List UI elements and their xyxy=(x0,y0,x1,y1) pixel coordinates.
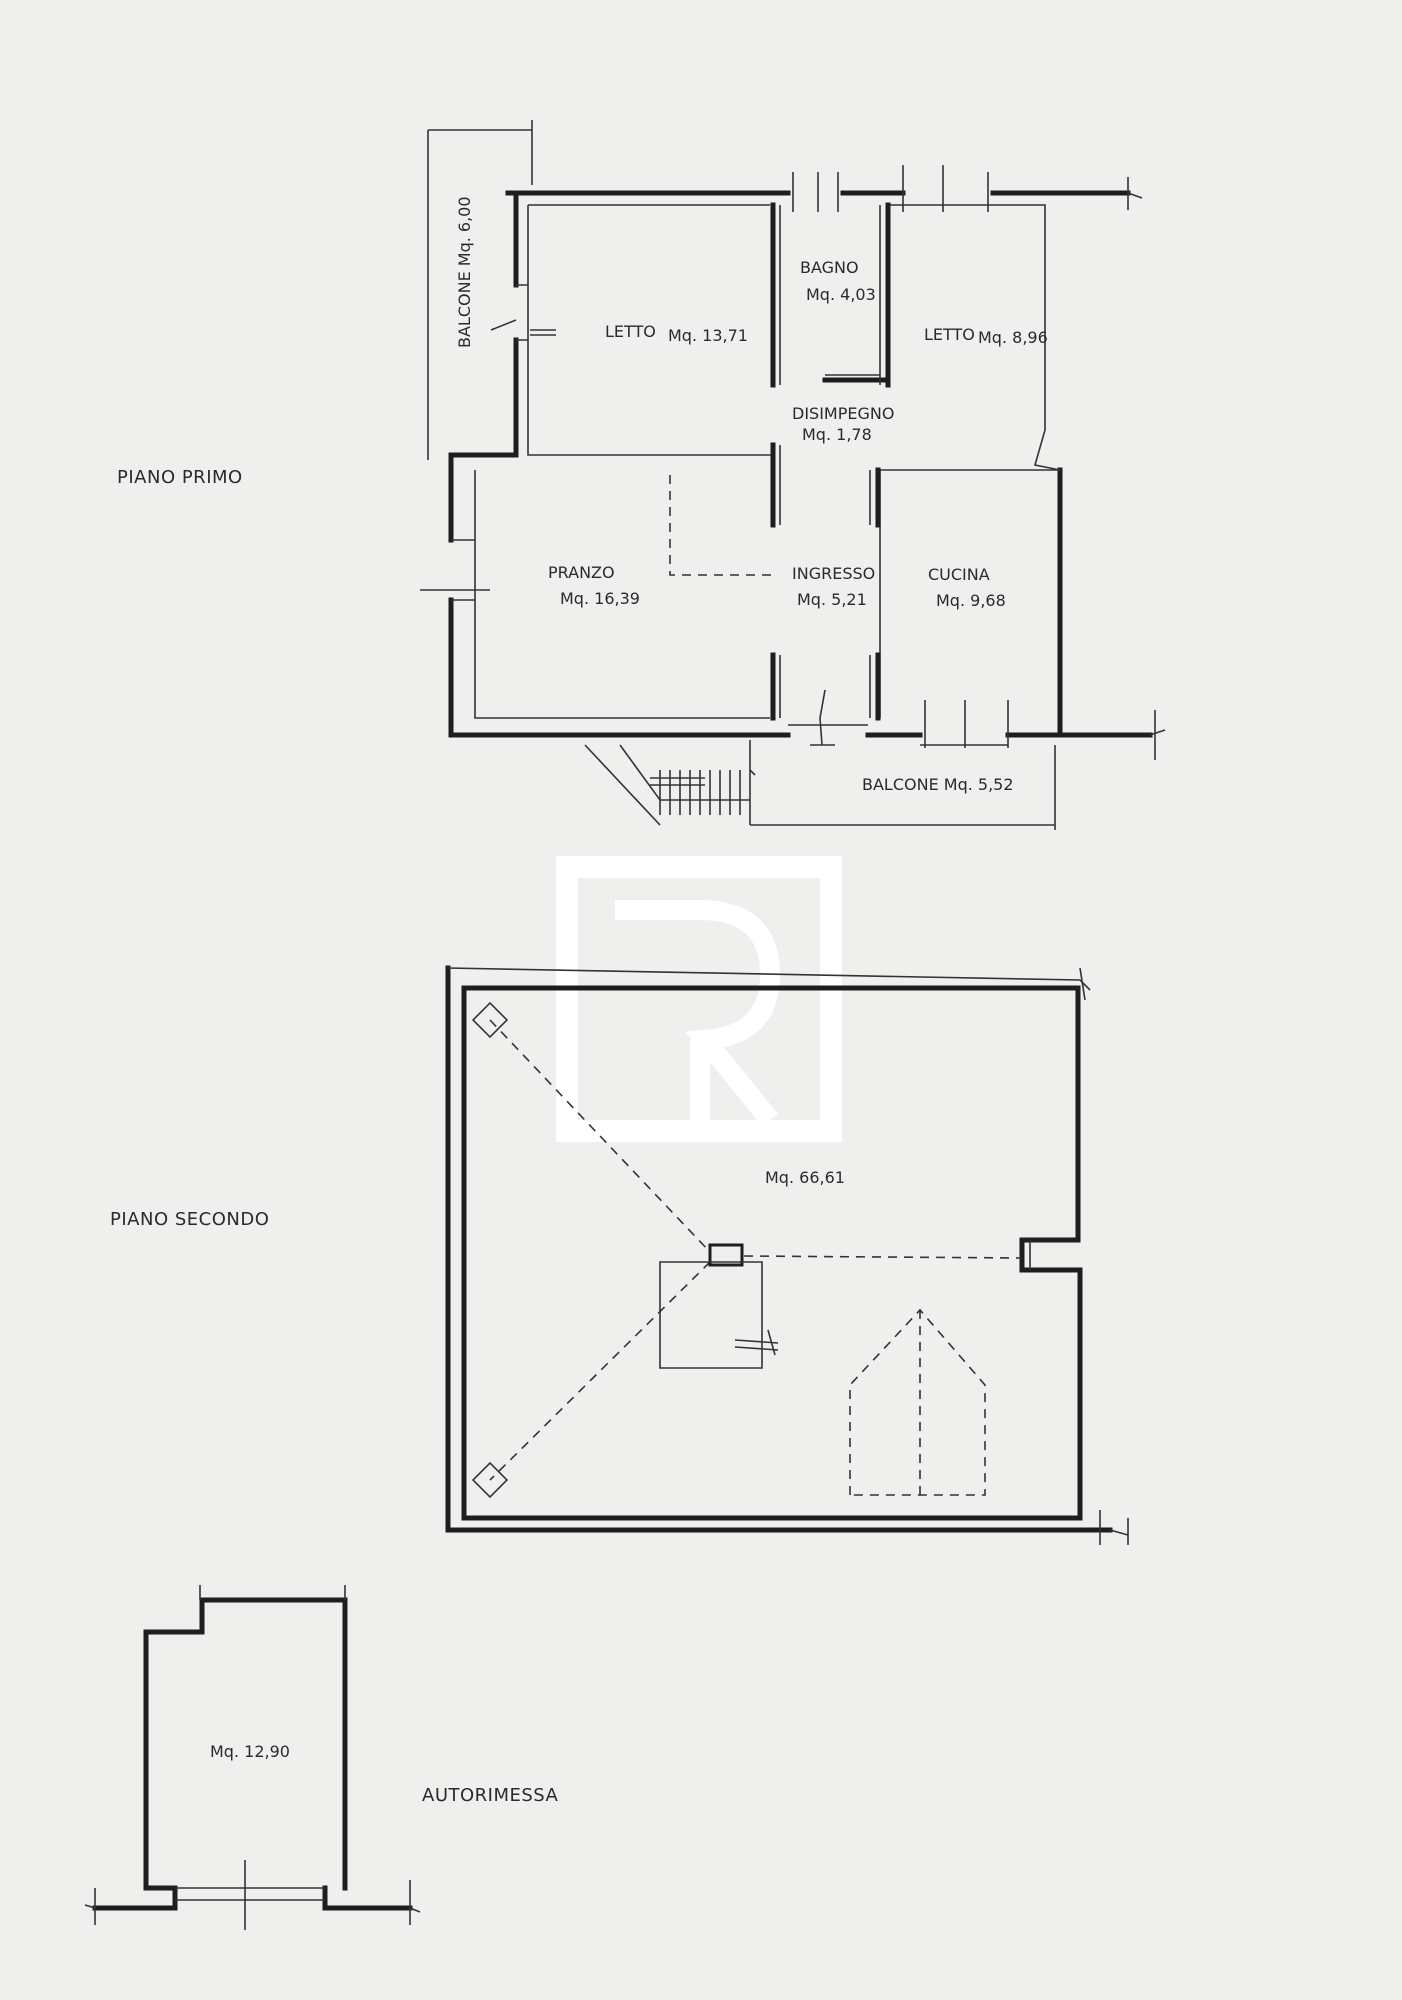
chimney xyxy=(708,1243,744,1267)
room-name-bagno: BAGNO xyxy=(800,258,859,277)
first-floor-plan xyxy=(420,120,1166,830)
vent-bottom-left xyxy=(471,1461,509,1499)
roof-hatch xyxy=(659,1261,779,1369)
left-balcony-outline xyxy=(427,120,533,460)
watermark-logo xyxy=(556,856,842,1142)
room-area-pranzo: Mq. 16,39 xyxy=(560,589,640,608)
interior-wall-details xyxy=(779,205,881,718)
garage-walls xyxy=(92,1597,413,1911)
left-balcony-label: BALCONE Mq. 6,00 xyxy=(455,196,474,348)
pranzo-dashed-opening xyxy=(669,475,775,576)
dormer-outline xyxy=(849,1308,986,1496)
second-floor-area: Mq. 66,61 xyxy=(765,1168,845,1187)
bottom-balcony-label: BALCONE Mq. 5,52 xyxy=(862,775,1014,794)
second-floor-outer-wall xyxy=(445,965,1113,1533)
room-name-letto-1: LETTO xyxy=(605,322,656,341)
bottom-balcony-outline xyxy=(750,745,1056,830)
entrance-door xyxy=(810,689,835,746)
roof-ridge-lines xyxy=(489,1019,1023,1481)
room-area-letto-2: Mq. 8,96 xyxy=(978,328,1048,347)
second-floor-plan xyxy=(445,965,1129,1545)
room-area-disimpegno: Mq. 1,78 xyxy=(802,425,872,444)
first-floor-outer-wall-inner xyxy=(474,204,1061,719)
room-name-pranzo: PRANZO xyxy=(548,563,615,582)
stairs xyxy=(584,740,756,826)
first-floor-interior-walls xyxy=(770,202,891,721)
room-area-ingresso: Mq. 5,21 xyxy=(797,590,867,609)
first-floor-label: PIANO PRIMO xyxy=(117,467,243,488)
room-area-bagno: Mq. 4,03 xyxy=(806,285,876,304)
room-name-ingresso: INGRESSO xyxy=(792,564,875,583)
room-area-cucina: Mq. 9,68 xyxy=(936,591,1006,610)
room-name-letto-2: LETTO xyxy=(924,325,975,344)
vent-top-left xyxy=(471,1001,509,1039)
garage-door xyxy=(84,1585,421,1930)
second-floor-label: PIANO SECONDO xyxy=(110,1209,269,1230)
room-area-letto-1: Mq. 13,71 xyxy=(668,326,748,345)
garage-area: Mq. 12,90 xyxy=(210,1742,290,1761)
first-floor-outer-wall xyxy=(448,190,1153,738)
room-name-cucina: CUCINA xyxy=(928,565,990,584)
second-floor-wall-lines xyxy=(447,967,1129,1545)
garage-label: AUTORIMESSA xyxy=(422,1785,559,1806)
first-floor-windows xyxy=(420,165,1166,760)
garage-plan xyxy=(84,1585,421,1930)
room-name-disimpegno: DISIMPEGNO xyxy=(792,404,894,423)
